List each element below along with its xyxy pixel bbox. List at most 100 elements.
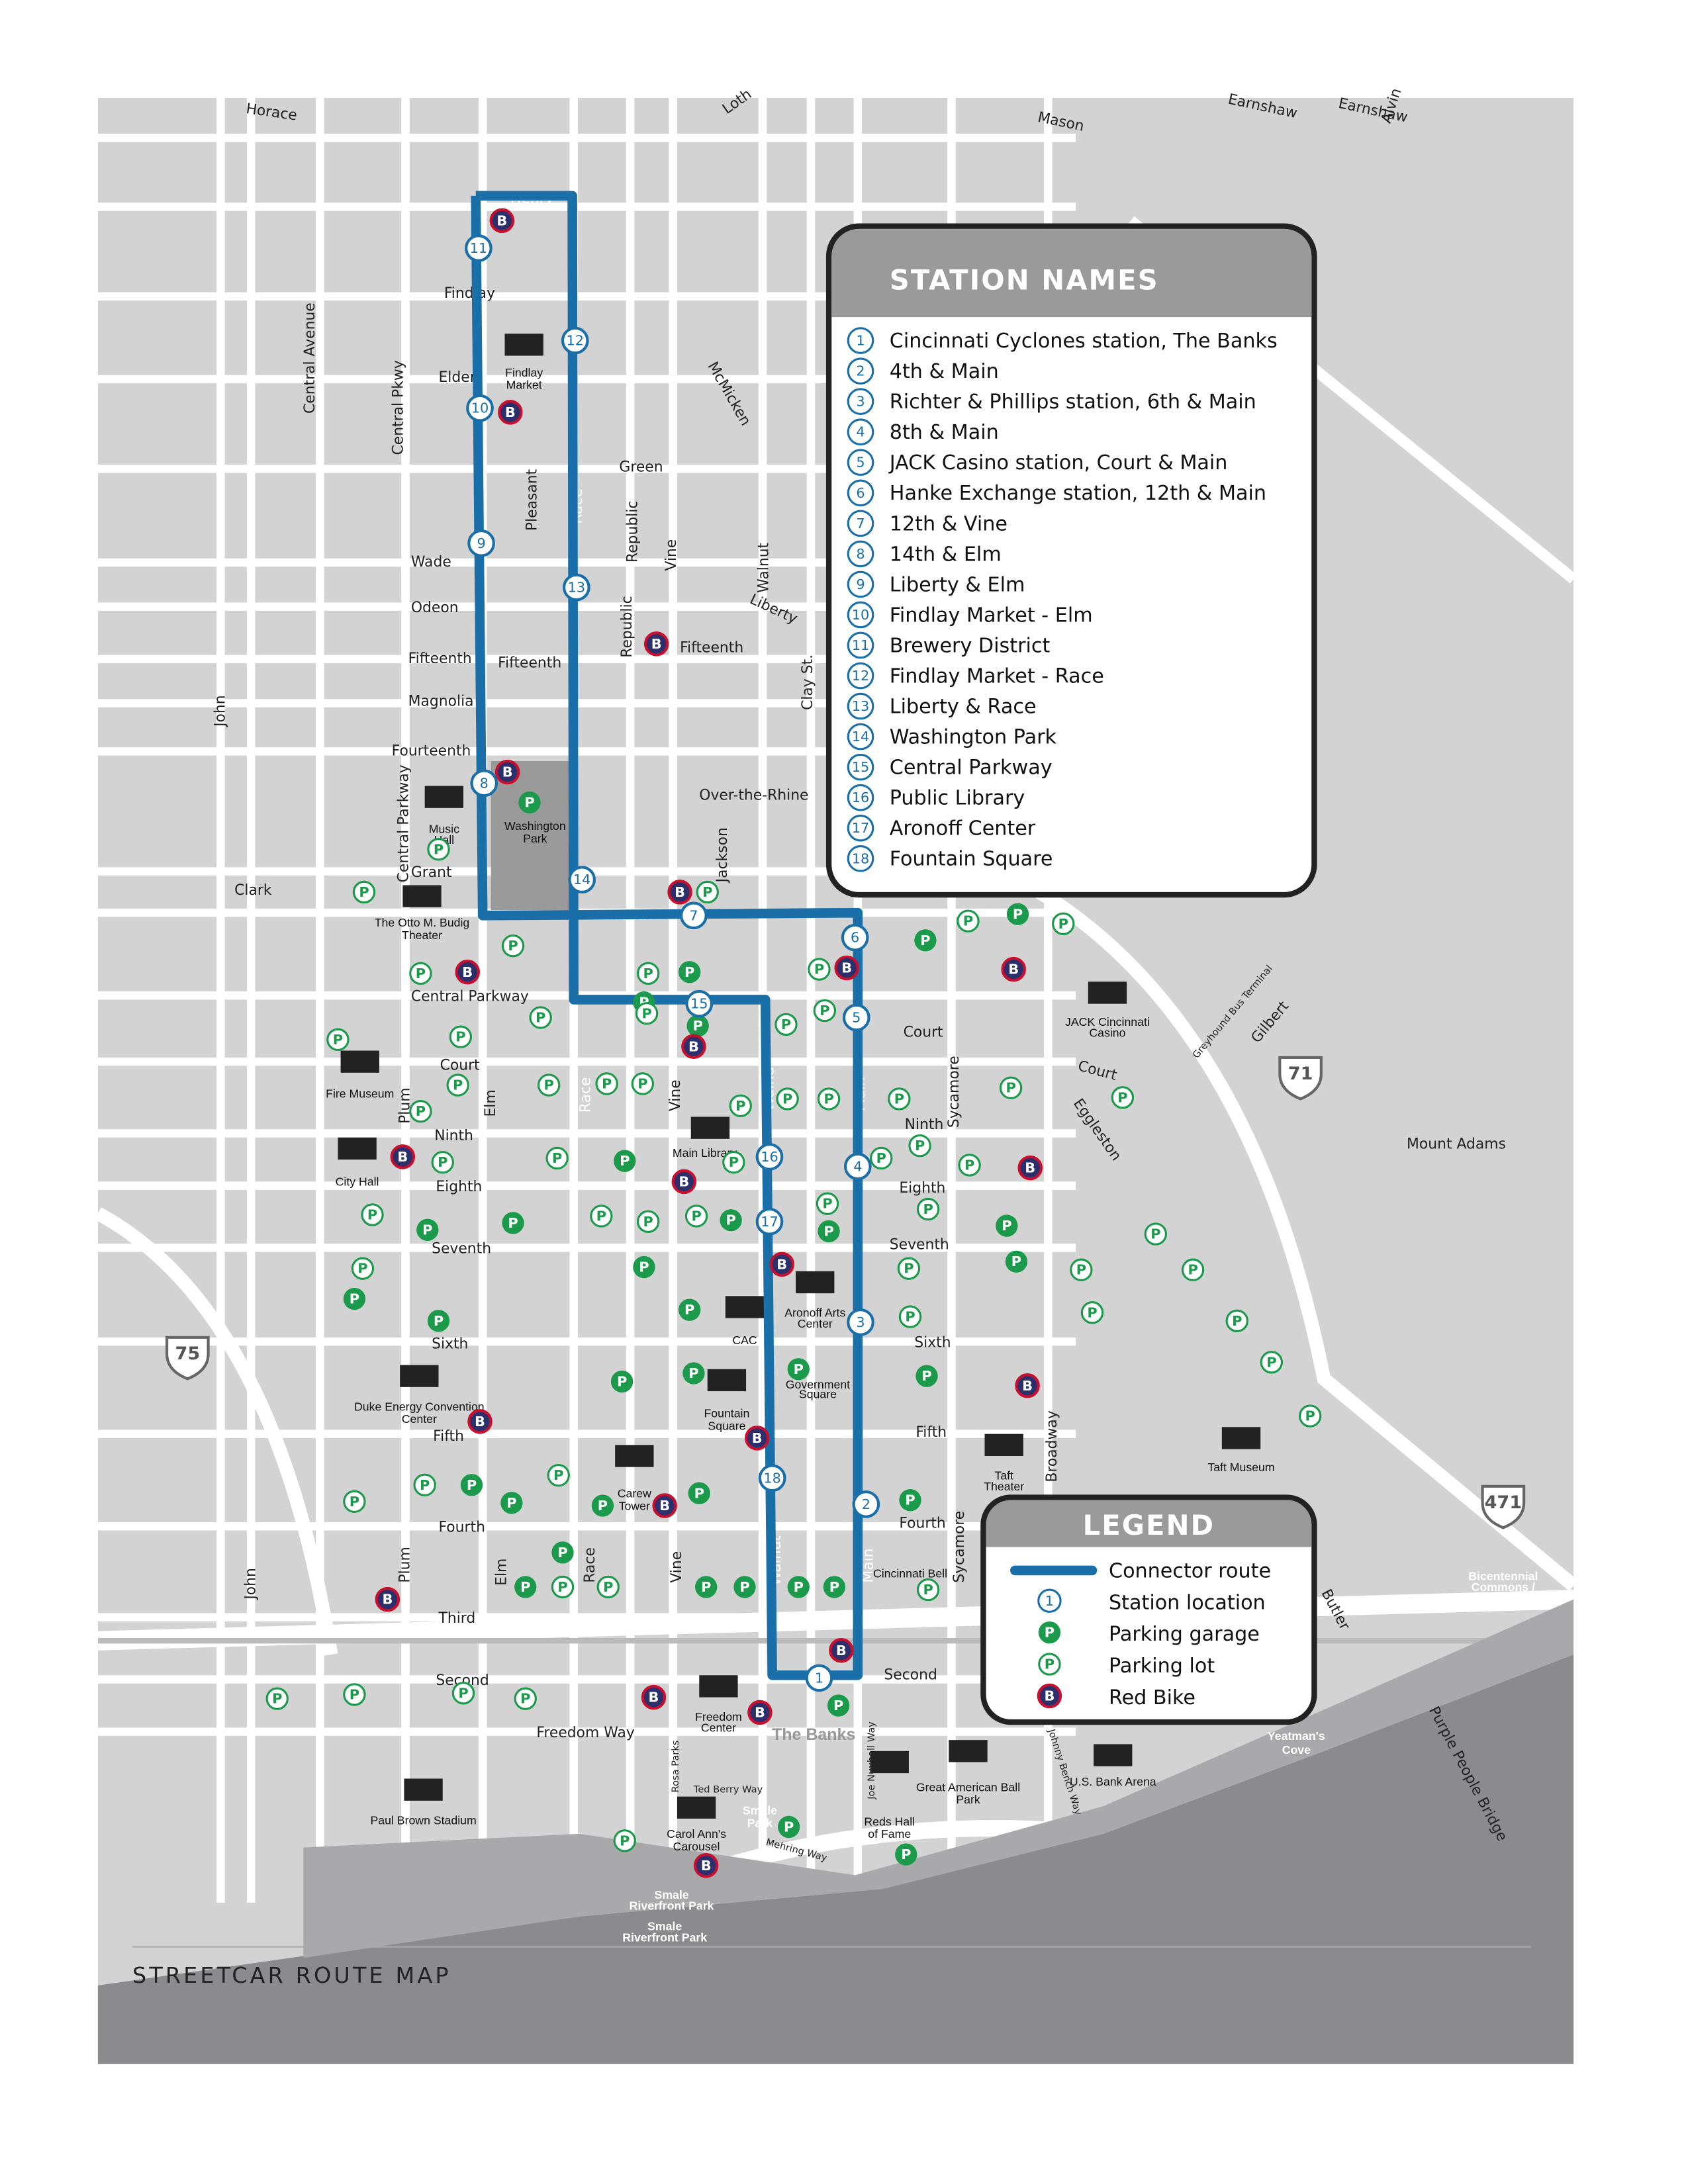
landmark-label: The Banks (772, 1725, 855, 1744)
street-label: Republic (624, 501, 641, 563)
station-marker[interactable]: 16 (755, 1143, 784, 1171)
station-marker[interactable]: 8 (470, 769, 498, 797)
svg-text:P: P (357, 1261, 367, 1277)
parking-lot-icon: P (729, 1094, 752, 1118)
parking-garage-icon: P (895, 1843, 917, 1866)
station-number: 13 (568, 580, 586, 596)
landmark-label: Aronoff Arts (784, 1306, 845, 1320)
parking-lot-icon: P (816, 1192, 839, 1215)
station-marker[interactable]: 15 (685, 989, 714, 1018)
svg-text:P: P (620, 1153, 630, 1169)
parking-lot-legend-icon (1038, 1653, 1061, 1676)
landmark-building-icon (725, 1296, 765, 1318)
street-label: Wade (411, 554, 451, 570)
svg-text:B: B (382, 1592, 393, 1608)
parking-lot-icon: P (343, 1490, 366, 1513)
station-name: JACK Casino station, Court & Main (888, 451, 1228, 475)
station-number-icon (847, 388, 874, 415)
street-label: Ted Berry Way (693, 1784, 763, 1795)
station-marker[interactable]: 9 (467, 529, 495, 557)
station-number: 12 (566, 333, 584, 349)
highway-road (97, 1590, 1574, 1651)
station-name: 12th & Vine (890, 512, 1008, 535)
parking-lot-icon: P (1144, 1222, 1168, 1246)
station-marker[interactable]: 3 (847, 1308, 874, 1336)
svg-text:P: P (272, 1691, 282, 1707)
svg-text:P: P (557, 1579, 567, 1595)
station-marker[interactable]: 7 (680, 901, 708, 930)
station-name: Cincinnati Cyclones station, The Banks (890, 330, 1278, 353)
station-number-icon (847, 510, 874, 537)
station-number: 15 (690, 996, 708, 1012)
station-marker[interactable]: 11 (465, 234, 492, 262)
legend-label: Parking garage (1109, 1623, 1260, 1646)
station-number: 4 (856, 424, 865, 440)
landmark-label: JACK Cincinnati (1065, 1015, 1150, 1028)
street-label: Vine (663, 539, 680, 571)
landmark-label: Duke Energy Convention (354, 1400, 485, 1413)
svg-text:P: P (894, 1091, 904, 1107)
parking-garage-icon: P (899, 1489, 921, 1512)
station-marker[interactable]: 18 (758, 1464, 786, 1492)
red-bike-station-icon: B (681, 1034, 706, 1059)
red-bike-station-icon: B (671, 1169, 697, 1195)
street-label: Court (904, 1024, 943, 1041)
station-marker[interactable]: 12 (561, 326, 589, 355)
red-bike-station-icon: B (693, 1853, 719, 1878)
parking-lot-icon: P (409, 962, 432, 985)
parking-garage-icon: P (679, 1298, 701, 1321)
station-marker[interactable]: 5 (842, 1003, 870, 1032)
street-label: Broadway (1044, 1410, 1060, 1482)
parking-lot-icon: P (514, 1687, 537, 1710)
station-number: 2 (856, 363, 865, 379)
red-bike-legend-icon (1037, 1683, 1062, 1709)
station-number: 10 (471, 400, 489, 416)
svg-text:P: P (915, 1138, 925, 1154)
parking-lot-icon: P (547, 1463, 570, 1487)
landmark-label: Music (429, 822, 459, 835)
station-marker[interactable]: 6 (841, 923, 869, 952)
svg-text:P: P (1117, 1089, 1127, 1105)
parking-lot-icon: P (1070, 1258, 1093, 1281)
landmark-label: Bicentennial (1468, 1570, 1538, 1583)
station-marker[interactable]: 1 (805, 1664, 833, 1692)
station-marker[interactable]: 4 (844, 1152, 872, 1181)
street-label: Vine (669, 1551, 685, 1583)
parking-garage-icon: P (679, 961, 701, 983)
svg-text:P: P (602, 1076, 612, 1092)
parking-garage-icon: P (720, 1209, 742, 1232)
parking-lot-icon: P (596, 1575, 620, 1599)
svg-text:P: P (833, 1698, 843, 1713)
parking-lot-icon: P (1298, 1404, 1322, 1428)
station-marker[interactable]: 10 (466, 394, 494, 422)
svg-text:B: B (752, 1430, 763, 1446)
landmark-label: Great American Ball (916, 1780, 1020, 1794)
station-marker[interactable]: 2 (852, 1490, 880, 1518)
svg-text:P: P (905, 1309, 915, 1325)
parking-lot-icon: P (1052, 912, 1075, 936)
station-marker[interactable]: 17 (755, 1208, 784, 1236)
svg-text:B: B (688, 1038, 699, 1054)
landmark-label: Center (402, 1412, 437, 1426)
svg-text:P: P (422, 1222, 432, 1238)
svg-text:P: P (782, 1091, 792, 1107)
svg-text:P: P (905, 1492, 915, 1508)
landmark-label: Center (701, 1721, 736, 1735)
landmark-label: Sawyer Point (1466, 1593, 1540, 1606)
landmark-building-icon (1088, 981, 1127, 1004)
station-name: Washington Park (890, 726, 1057, 749)
svg-text:P: P (434, 841, 444, 857)
station-number: 4 (853, 1159, 862, 1175)
station-marker[interactable]: 14 (568, 866, 596, 893)
station-marker[interactable]: 13 (563, 573, 590, 602)
svg-text:B: B (651, 636, 662, 652)
svg-text:B: B (397, 1149, 408, 1165)
parking-garage-icon: P (1005, 1250, 1028, 1273)
station-number: 8 (856, 546, 865, 562)
red-bike-station-icon: B (467, 1409, 492, 1434)
parking-lot-icon: P (776, 1087, 799, 1111)
map-title: STREETCAR ROUTE MAP (132, 1962, 451, 1988)
station-number-icon (847, 540, 874, 568)
